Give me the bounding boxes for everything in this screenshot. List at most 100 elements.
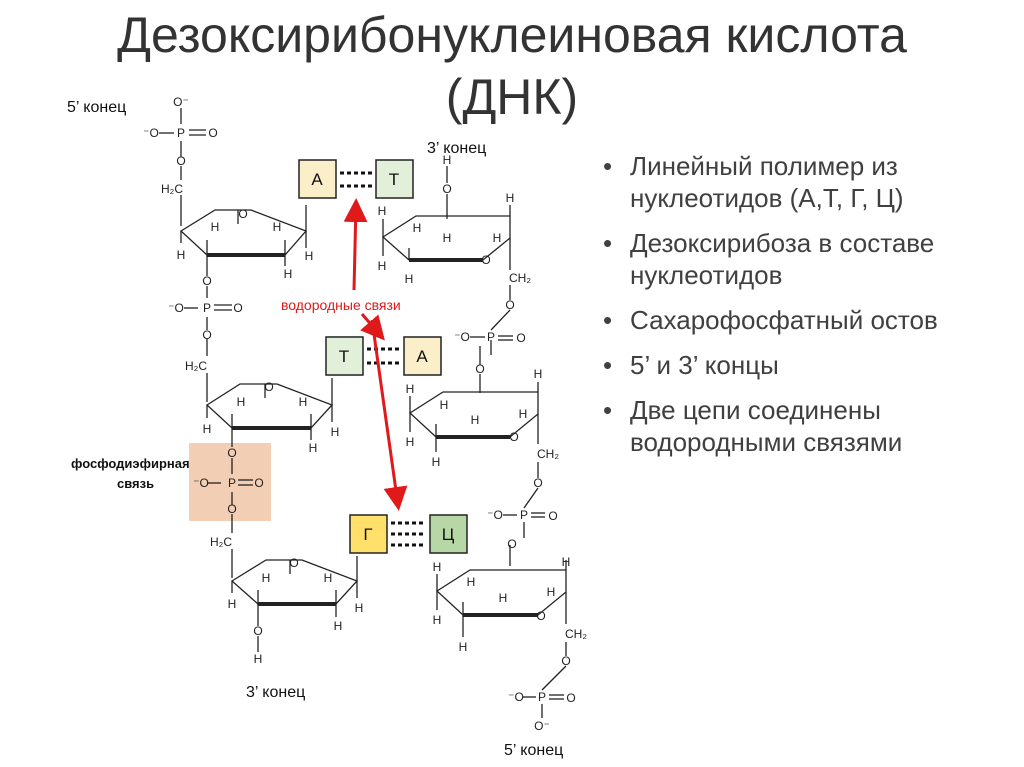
svg-text:O: O [561, 654, 570, 668]
svg-text:CH₂: CH₂ [565, 627, 587, 641]
bullet-item: 5’ и 3’ концы [603, 349, 1013, 381]
base-letter: Ц [442, 525, 455, 544]
base-pair-3: Г Ц [349, 514, 468, 554]
svg-text:H: H [413, 221, 422, 235]
svg-text:H: H [334, 619, 343, 633]
svg-text:O: O [505, 298, 514, 312]
svg-text:O: O [202, 274, 211, 288]
svg-text:H: H [506, 191, 515, 205]
label-3-end-top: 3’ конец [427, 140, 486, 157]
bullet-item: Две цепи соединены водородными связями [603, 394, 1013, 458]
bullet-item: Сахарофосфатный остов [603, 304, 1013, 336]
svg-text:H: H [443, 153, 452, 167]
svg-text:O: O [227, 446, 236, 460]
svg-text:O: O [442, 182, 451, 196]
svg-text:H: H [309, 441, 318, 455]
base-pair-2: Т А [325, 336, 442, 376]
svg-text:H: H [406, 382, 415, 396]
svg-text:O⁻: O⁻ [173, 95, 189, 109]
svg-text:O: O [238, 207, 247, 221]
svg-text:O: O [566, 691, 575, 705]
base-letter: Т [339, 347, 349, 366]
svg-text:O: O [253, 624, 262, 638]
base-letter: А [416, 347, 428, 366]
arrow-to-pair-3 [370, 319, 408, 511]
svg-text:O: O [254, 476, 263, 490]
svg-text:O: O [516, 331, 525, 345]
svg-text:H: H [459, 640, 468, 654]
svg-text:H: H [299, 395, 308, 409]
svg-text:O: O [202, 328, 211, 342]
base-letter: Г [363, 525, 372, 544]
svg-text:H: H [534, 367, 543, 381]
svg-text:P: P [203, 301, 211, 315]
hydrogen-bond-arrows [343, 198, 408, 511]
svg-text:H: H [443, 231, 452, 245]
svg-text:O: O [536, 609, 545, 623]
svg-text:⁻O: ⁻O [143, 126, 159, 140]
left-strand-atoms: O⁻ ⁻O P O O H₂C O H H H H H O ⁻O P O O H… [143, 95, 363, 666]
title-line-2: (ДНК) [445, 69, 579, 125]
svg-text:⁻O: ⁻O [454, 330, 470, 344]
svg-text:H: H [331, 425, 340, 439]
bullet-item: Дезоксирибоза в составе нуклеотидов [603, 227, 1013, 291]
svg-text:H: H [203, 422, 212, 436]
bullet-list: Линейный полимер из нуклеотидов (А,Т, Г,… [603, 150, 1013, 471]
svg-text:H: H [432, 455, 441, 469]
label-5-end-bottom: 5’ конец [504, 742, 563, 759]
svg-text:H: H [405, 272, 414, 286]
left-strand [159, 108, 359, 652]
svg-text:H: H [562, 555, 571, 569]
base-adenine [298, 159, 337, 199]
dna-structure-diagram: O⁻ ⁻O P O O H₂C O H H H H H O ⁻O P O O H… [67, 95, 588, 759]
svg-text:P: P [520, 508, 528, 522]
svg-text:O: O [227, 502, 236, 516]
svg-text:O: O [507, 537, 516, 551]
right-strand-atoms: H O H H H H H H H O CH₂ O ⁻O P O O H H H… [378, 153, 588, 733]
svg-text:H: H [378, 204, 387, 218]
base-guanine [349, 514, 388, 554]
svg-text:CH₂: CH₂ [509, 271, 531, 285]
label-3-end-bottom: 3’ конец [246, 684, 305, 701]
label-phosphodiester-1: фосфодиэфирная [71, 456, 190, 471]
svg-text:⁻O: ⁻O [508, 690, 524, 704]
svg-text:H: H [177, 248, 186, 262]
svg-text:H: H [433, 560, 442, 574]
svg-text:O: O [509, 430, 518, 444]
svg-text:H: H [433, 613, 442, 627]
base-pair-1: А Т [298, 159, 414, 199]
svg-text:H: H [547, 585, 556, 599]
svg-text:H: H [262, 571, 271, 585]
svg-text:H: H [471, 413, 480, 427]
svg-text:H: H [228, 597, 237, 611]
bullet-item: Линейный полимер из нуклеотидов (А,Т, Г,… [603, 150, 1013, 214]
svg-text:H: H [284, 267, 293, 281]
svg-text:O⁻: O⁻ [534, 719, 550, 733]
svg-text:P: P [228, 476, 236, 490]
svg-text:CH₂: CH₂ [537, 447, 559, 461]
slide-title: Дезоксирибонуклеиновая кислота (ДНК) [0, 4, 1024, 128]
svg-text:⁻O: ⁻O [193, 476, 209, 490]
svg-text:H: H [378, 259, 387, 273]
arrow-to-pair-1 [343, 198, 368, 291]
svg-text:P: P [487, 330, 495, 344]
base-thymine [325, 336, 364, 376]
svg-text:H: H [211, 220, 220, 234]
svg-text:O: O [176, 154, 185, 168]
right-strand [381, 166, 567, 718]
svg-text:H₂C: H₂C [210, 535, 232, 549]
svg-text:O: O [208, 126, 217, 140]
svg-text:O: O [548, 509, 557, 523]
svg-text:H: H [499, 591, 508, 605]
phosphodiester-highlight [189, 443, 271, 521]
base-letter: Т [389, 170, 399, 189]
svg-text:H₂C: H₂C [185, 359, 207, 373]
svg-text:P: P [177, 126, 185, 140]
svg-text:H: H [440, 398, 449, 412]
label-hydrogen-bonds: водородные связи [281, 297, 401, 313]
svg-text:H: H [273, 220, 282, 234]
label-5-end-top: 5’ конец [67, 99, 126, 116]
svg-text:O: O [475, 362, 484, 376]
svg-text:H: H [305, 249, 314, 263]
svg-text:H: H [237, 395, 246, 409]
